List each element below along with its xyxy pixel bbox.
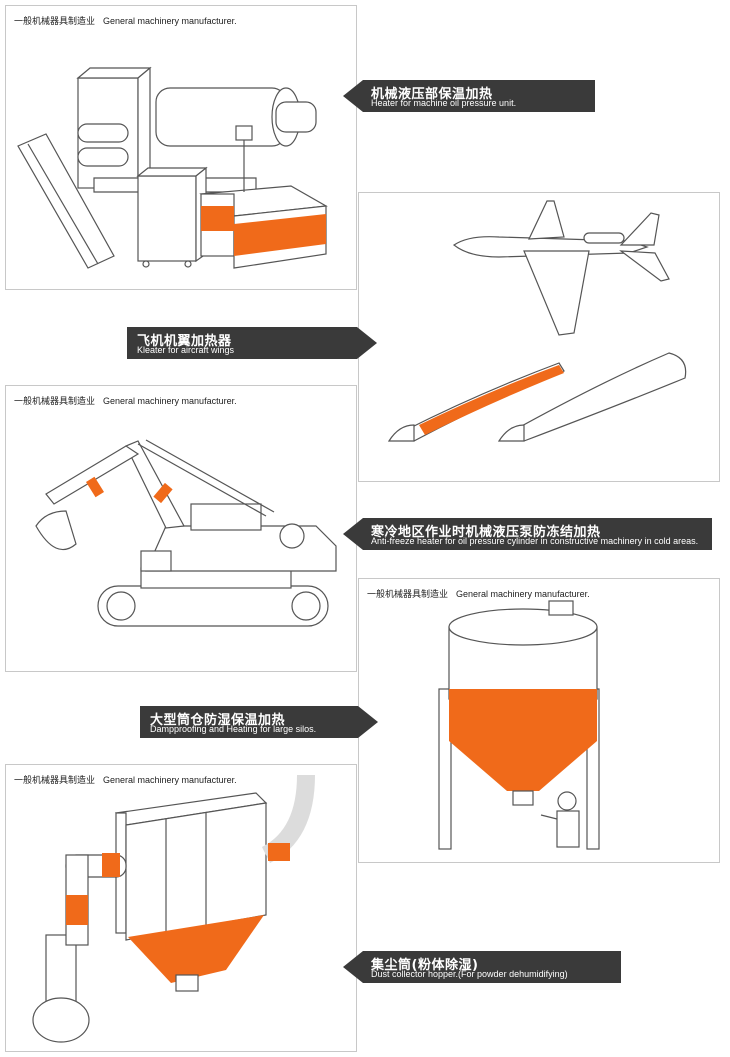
cylinder-heater [153, 482, 173, 504]
banner-en: Kleater for aircraft wings [137, 345, 235, 355]
banner-zh: 集尘筒(粉体除湿) [371, 958, 479, 973]
panel-header: 一般机械器具制造业 General machinery manufacturer. [14, 773, 237, 786]
header-zh: 一般机械器具制造业 [14, 17, 96, 27]
heater-band [234, 214, 326, 256]
header-zh: 一般机械器具制造业 [14, 776, 96, 786]
banner-aircraft: 飞机机翼加热器 Kleater for aircraft wings [127, 327, 377, 359]
banner-en: Heater for machine oil pressure unit. [371, 98, 517, 108]
panel-excavator: 一般机械器具制造业 General machinery manufacturer. [5, 385, 357, 672]
header-zh: 一般机械器具制造业 [14, 397, 96, 407]
silo-illustration [438, 600, 600, 850]
cylinder-heater [85, 476, 105, 498]
banner-zh: 飞机机翼加热器 [137, 334, 232, 349]
header-en: General machinery manufacturer. [103, 16, 237, 26]
panel-aircraft [358, 192, 720, 482]
panel-header: 一般机械器具制造业 General machinery manufacturer. [14, 394, 237, 407]
panel-dust-collector: 一般机械器具制造业 General machinery manufacturer. [5, 764, 357, 1052]
panel-silo: 一般机械器具制造业 General machinery manufacturer. [358, 578, 720, 863]
banner-silo: 大型筒仓防湿保温加热 Dampproofing and Heating for … [140, 706, 378, 738]
excavator-illustration [35, 439, 337, 627]
duct-heater [66, 895, 88, 925]
banner-machine-oil: 机械液压部保温加热 Heater for machine oil pressur… [343, 80, 595, 112]
banner-dust-collector: 集尘筒(粉体除湿) Dust collector hopper.(For pow… [343, 951, 621, 983]
panel-machine-oil: 一般机械器具制造业 General machinery manufacturer. [5, 5, 357, 290]
wing-heater [419, 365, 564, 435]
hopper-heater [128, 915, 264, 983]
header-en: General machinery manufacturer. [103, 775, 237, 785]
machine-illustration [17, 66, 328, 269]
panel-header: 一般机械器具制造业 General machinery manufacturer. [14, 14, 237, 27]
header-en: General machinery manufacturer. [103, 396, 237, 406]
header-zh: 一般机械器具制造业 [367, 590, 449, 600]
banner-en: Dust collector hopper.(For powder dehumi… [371, 969, 568, 979]
banner-en: Dampproofing and Heating for large silos… [150, 724, 317, 734]
dust-collector-illustration [32, 774, 315, 1043]
header-en: General machinery manufacturer. [456, 589, 590, 599]
banner-excavator: 寒冷地区作业时机械液压泵防冻结加热 Anti-freeze heater for… [343, 518, 712, 550]
aircraft-illustration [387, 200, 687, 442]
banner-zh: 机械液压部保温加热 [371, 87, 493, 102]
duct-heater [268, 843, 290, 861]
banner-en: Anti-freeze heater for oil pressure cyli… [371, 536, 699, 546]
duct-heater [102, 853, 120, 877]
banner-zh: 寒冷地区作业时机械液压泵防冻结加热 [371, 525, 601, 540]
panel-header: 一般机械器具制造业 General machinery manufacturer. [367, 587, 590, 600]
silo-heater [449, 689, 597, 791]
banner-zh: 大型筒仓防湿保温加热 [150, 713, 286, 728]
